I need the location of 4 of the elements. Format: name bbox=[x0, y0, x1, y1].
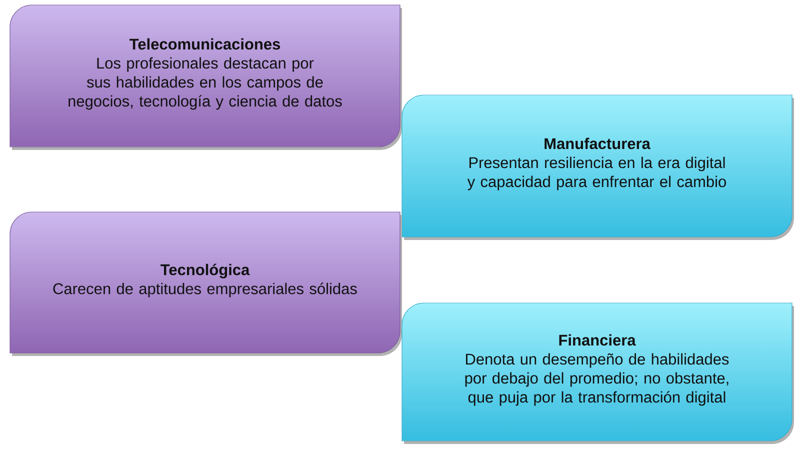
process-box: Manufacturera Presentan resiliencia en la era digital y capacidad para enfrentar el cambio bbox=[402, 94, 794, 240]
process-box: Financiera Denota un desempeño de habilidades por debajo del promedio; no obstante, que puja por la transformación digital bbox=[402, 302, 794, 444]
process-box: Tecnológica Carecen de aptitudes empresariales sólidas bbox=[10, 212, 402, 356]
process-box: Telecomunicaciones Los profesionales destacan por sus habilidades en los campos de negocios, tecnología y ciencia de datos bbox=[10, 4, 402, 150]
